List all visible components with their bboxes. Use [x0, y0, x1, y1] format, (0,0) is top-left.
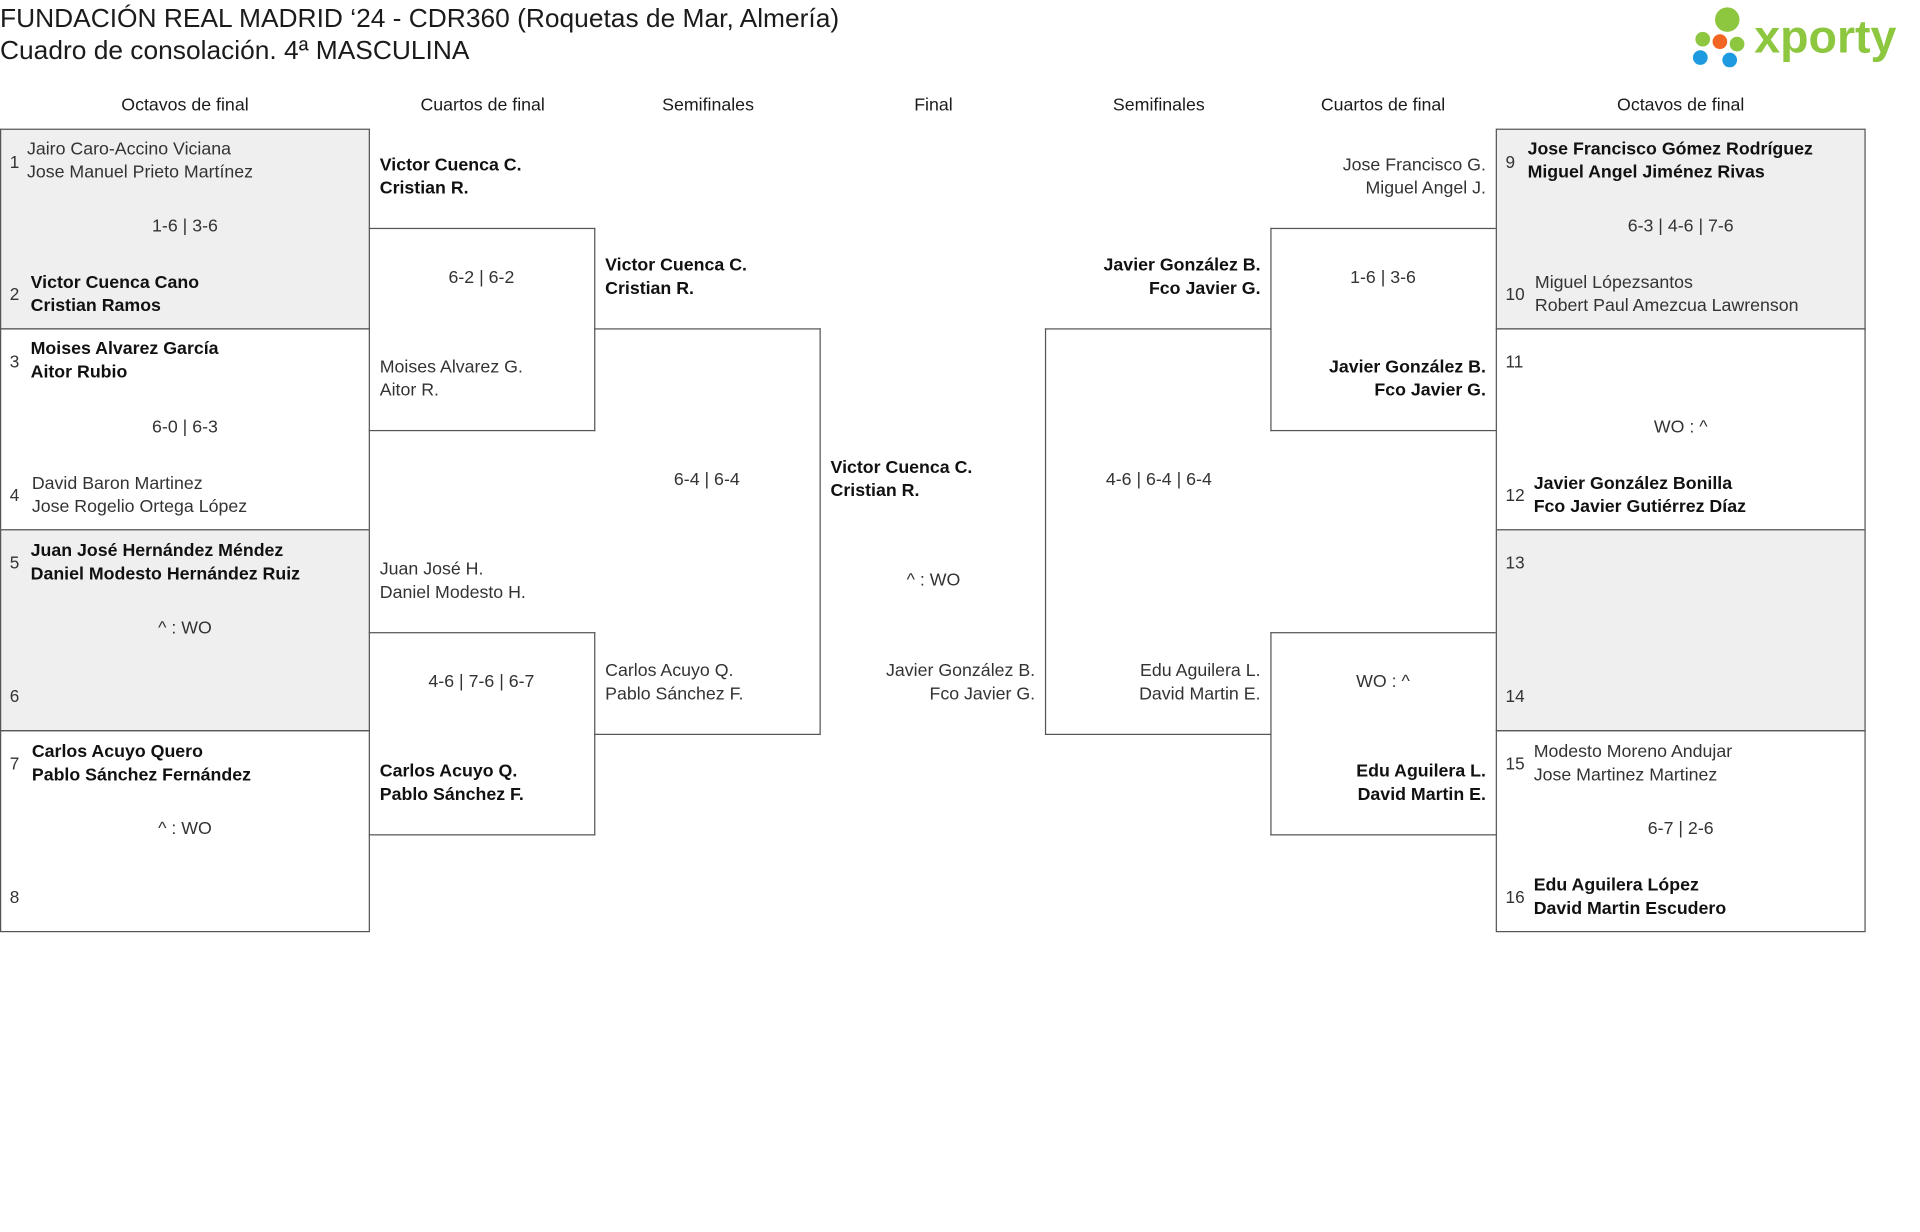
player-name-winner: Daniel Modesto Hernández Ruiz: [30, 564, 301, 585]
seed-number: 6: [9, 686, 20, 706]
final-winner-name: Victor Cuenca C.: [830, 458, 973, 478]
player-name: Pablo Sánchez F.: [605, 684, 744, 705]
player-name: Jairo Caro-Accino Viciana: [26, 139, 231, 160]
player-name: David Martin E.: [1139, 684, 1261, 705]
player-name-winner: Edu Aguilera L.: [1356, 761, 1486, 782]
player-name-winner: Javier González Bonilla: [1533, 474, 1733, 494]
player-name-winner: Fco Javier G.: [1374, 380, 1486, 401]
player-name: Daniel Modesto H.: [379, 583, 526, 603]
player-name: Aitor R.: [379, 380, 439, 401]
round-header-right-sf: Semifinales: [1112, 95, 1205, 116]
player-name-winner: Victor Cuenca C.: [379, 155, 522, 176]
match-score: 6-0 | 6-3: [152, 417, 218, 438]
player-name: Modesto Moreno Andujar: [1533, 742, 1733, 762]
seed-number: 3: [9, 351, 20, 372]
final-score: ^ : WO: [906, 570, 961, 591]
player-name: Jose Francisco G.: [1342, 155, 1486, 176]
player-name: Jose Martinez Martinez: [1533, 765, 1718, 786]
player-name-winner: Edu Aguilera López: [1533, 875, 1699, 896]
round-header-left-qf: Cuartos de final: [420, 95, 545, 116]
match-score: 4-6 | 6-4 | 6-4: [1105, 470, 1212, 490]
qf-bracket-box: [1270, 632, 1497, 836]
player-name-winner: Carlos Acuyo Q.: [379, 761, 518, 782]
seed-number: 7: [9, 753, 20, 773]
player-name-winner: Victor Cuenca C.: [605, 256, 747, 276]
seed-number: 10: [1505, 284, 1525, 304]
player-name: Jose Manuel Prieto Martínez: [26, 162, 254, 183]
player-name-winner: Javier González B.: [1328, 357, 1486, 378]
player-name-winner: Cristian R.: [605, 279, 694, 299]
seed-number: 5: [9, 552, 20, 573]
match-score: 6-7 | 2-6: [1647, 819, 1714, 840]
player-name-winner: Carlos Acuyo Quero: [31, 742, 203, 762]
seed-number: 1: [9, 151, 20, 172]
qf-bracket-box: [1270, 227, 1497, 432]
player-name: Jose Rogelio Ortega López: [31, 497, 248, 517]
player-name-winner: David Martin Escudero: [1533, 899, 1727, 919]
seed-number: 13: [1505, 552, 1525, 573]
sf-bracket-box: [1044, 328, 1272, 735]
player-name-winner: Cristian Ramos: [30, 296, 161, 317]
seed-number: 2: [9, 284, 20, 304]
player-name-winner: Javier González B.: [1103, 256, 1261, 276]
page-title: FUNDACIÓN REAL MADRID ‘24 - CDR360 (Roqu…: [0, 3, 840, 34]
xporty-logo: xporty: [1692, 7, 1897, 68]
player-name: Miguel Angel J.: [1365, 178, 1486, 199]
final-winner-name: Cristian R.: [830, 481, 920, 502]
round-header-right-r16: Octavos de final: [1617, 95, 1745, 116]
player-name-winner: David Martin E.: [1357, 785, 1486, 805]
player-name-winner: Jose Francisco Gómez Rodríguez: [1527, 139, 1813, 160]
player-name: Carlos Acuyo Q.: [605, 661, 734, 682]
match-score: 1-6 | 3-6: [1350, 268, 1416, 288]
seed-number: 15: [1505, 753, 1525, 773]
match-score: 6-2 | 6-2: [448, 268, 515, 288]
r16-match-box: [1495, 529, 1866, 732]
player-name: Miguel Lópezsantos: [1534, 273, 1693, 293]
player-name: Robert Paul Amezcua Lawrenson: [1534, 296, 1799, 317]
svg-text:xporty: xporty: [1754, 11, 1896, 63]
match-score: ^ : WO: [158, 819, 212, 840]
sf-bracket-box: [594, 328, 821, 735]
player-name: David Baron Martinez: [31, 474, 203, 494]
player-name-winner: Moises Alvarez García: [30, 339, 219, 359]
player-name-winner: Miguel Angel Jiménez Rivas: [1527, 162, 1765, 183]
player-name-winner: Pablo Sánchez Fernández: [31, 765, 251, 786]
match-score: WO : ^: [1653, 417, 1708, 438]
player-name: Edu Aguilera L.: [1140, 661, 1261, 682]
match-score: 6-3 | 4-6 | 7-6: [1627, 216, 1734, 237]
seed-number: 9: [1505, 151, 1516, 172]
round-header-left-sf: Semifinales: [662, 95, 754, 116]
r16-match-box: [0, 730, 370, 933]
r16-match-box: [0, 529, 370, 732]
seed-number: 8: [9, 886, 20, 907]
seed-number: 14: [1505, 686, 1525, 706]
player-name: Moises Alvarez G.: [379, 357, 523, 378]
player-name-winner: Fco Javier G.: [1148, 279, 1261, 299]
r16-match-box: [1495, 730, 1866, 933]
match-score: ^ : WO: [158, 618, 212, 639]
player-name-winner: Juan José Hernández Méndez: [30, 541, 284, 562]
round-header-right-qf: Cuartos de final: [1320, 95, 1446, 116]
player-name: Javier González B.: [886, 661, 1036, 682]
player-name-winner: Fco Javier Gutiérrez Díaz: [1533, 497, 1746, 517]
seed-number: 16: [1505, 886, 1525, 907]
round-header-left-r16: Octavos de final: [121, 95, 249, 116]
player-name-winner: Aitor Rubio: [30, 362, 128, 383]
round-header-final: Final: [914, 95, 953, 116]
player-name-winner: Pablo Sánchez F.: [379, 785, 524, 805]
match-score: 4-6 | 7-6 | 6-7: [428, 672, 535, 693]
seed-number: 4: [9, 485, 20, 505]
player-name: Fco Javier G.: [929, 684, 1036, 705]
match-score: 6-4 | 6-4: [673, 470, 740, 490]
page-subtitle: Cuadro de consolación. 4ª MASCULINA: [0, 35, 470, 65]
match-score: 1-6 | 3-6: [152, 216, 218, 237]
player-name-winner: Victor Cuenca Cano: [30, 273, 200, 293]
player-name-winner: Cristian R.: [379, 178, 469, 199]
player-name: Juan José H.: [379, 559, 484, 580]
seed-number: 11: [1505, 351, 1524, 372]
seed-number: 12: [1505, 485, 1525, 505]
match-score: WO : ^: [1356, 672, 1410, 693]
r16-match-box: [1495, 128, 1866, 330]
